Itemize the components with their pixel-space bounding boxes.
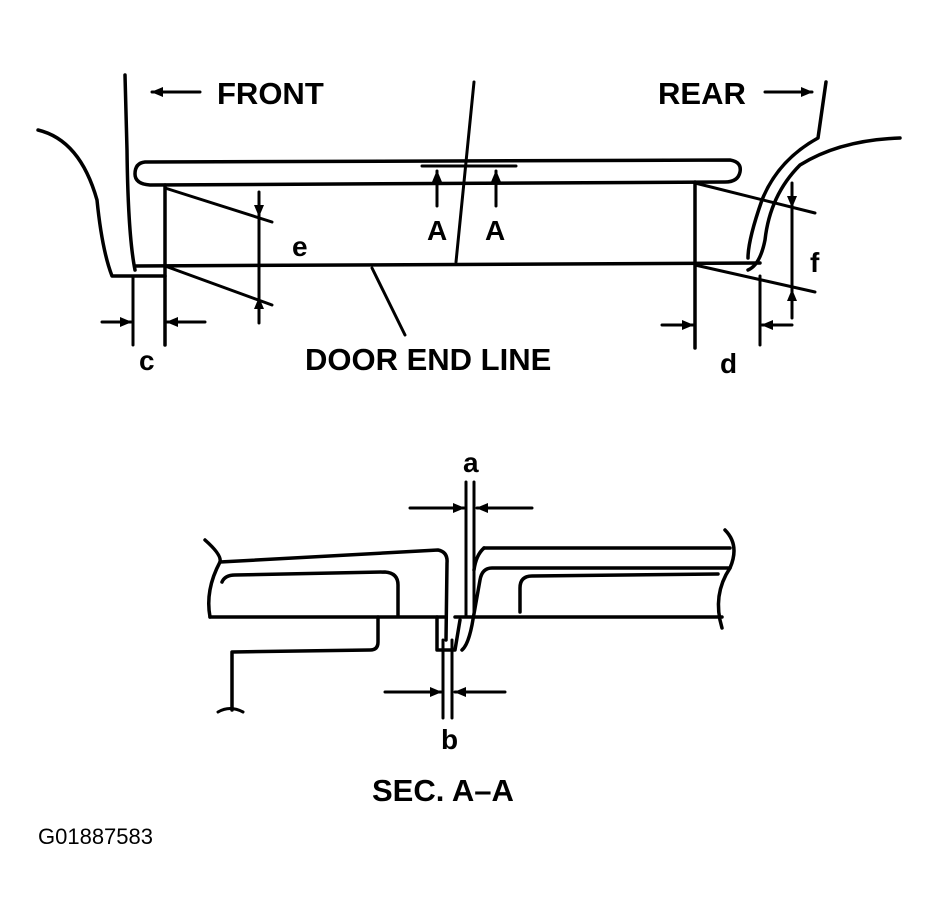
right-panel-inner	[518, 572, 720, 614]
door-end-line-label: DOOR END LINE	[305, 342, 551, 377]
figure-id: G01887583	[38, 824, 153, 849]
door-end-line	[133, 261, 762, 268]
pillar-line	[454, 80, 476, 264]
gap-b-label: b	[441, 724, 458, 755]
left-gap-hook	[435, 615, 462, 652]
rear-wheel-arch	[746, 136, 902, 272]
e-upper-diagonal	[163, 186, 274, 224]
left-panel-outer	[203, 538, 449, 642]
section-title: SEC. A–A	[372, 773, 514, 808]
gap-f-label: f	[810, 247, 820, 278]
gap-e-label: e	[292, 231, 308, 262]
door-end-line-leader	[370, 266, 407, 337]
door-panel	[133, 158, 743, 187]
right-panel-break	[716, 566, 732, 630]
gap-a-label: a	[463, 447, 479, 478]
f-lower-diagonal	[693, 263, 817, 294]
e-lower-diagonal	[163, 264, 274, 307]
right-panel-outer	[460, 528, 736, 652]
front-wheel-arch	[36, 128, 167, 278]
left-panel-inner	[220, 570, 400, 617]
rear-body-edge	[746, 80, 828, 260]
f-upper-diagonal	[693, 181, 817, 215]
section-mark-left: A	[427, 215, 447, 246]
front-label: FRONT	[217, 76, 324, 111]
rear-label: REAR	[658, 76, 746, 111]
left-inner-lip	[230, 615, 380, 712]
gap-d-label: d	[720, 348, 737, 379]
section-mark-right: A	[485, 215, 505, 246]
top-view: FRONT REAR A A e f c d DOOR END LINE	[36, 73, 902, 379]
front-body-edge	[123, 73, 137, 272]
left-break-bottom	[216, 707, 245, 714]
gap-c-label: c	[139, 345, 155, 376]
left-panel-break	[207, 560, 222, 619]
section-view: a b SEC. A–A	[203, 447, 736, 808]
